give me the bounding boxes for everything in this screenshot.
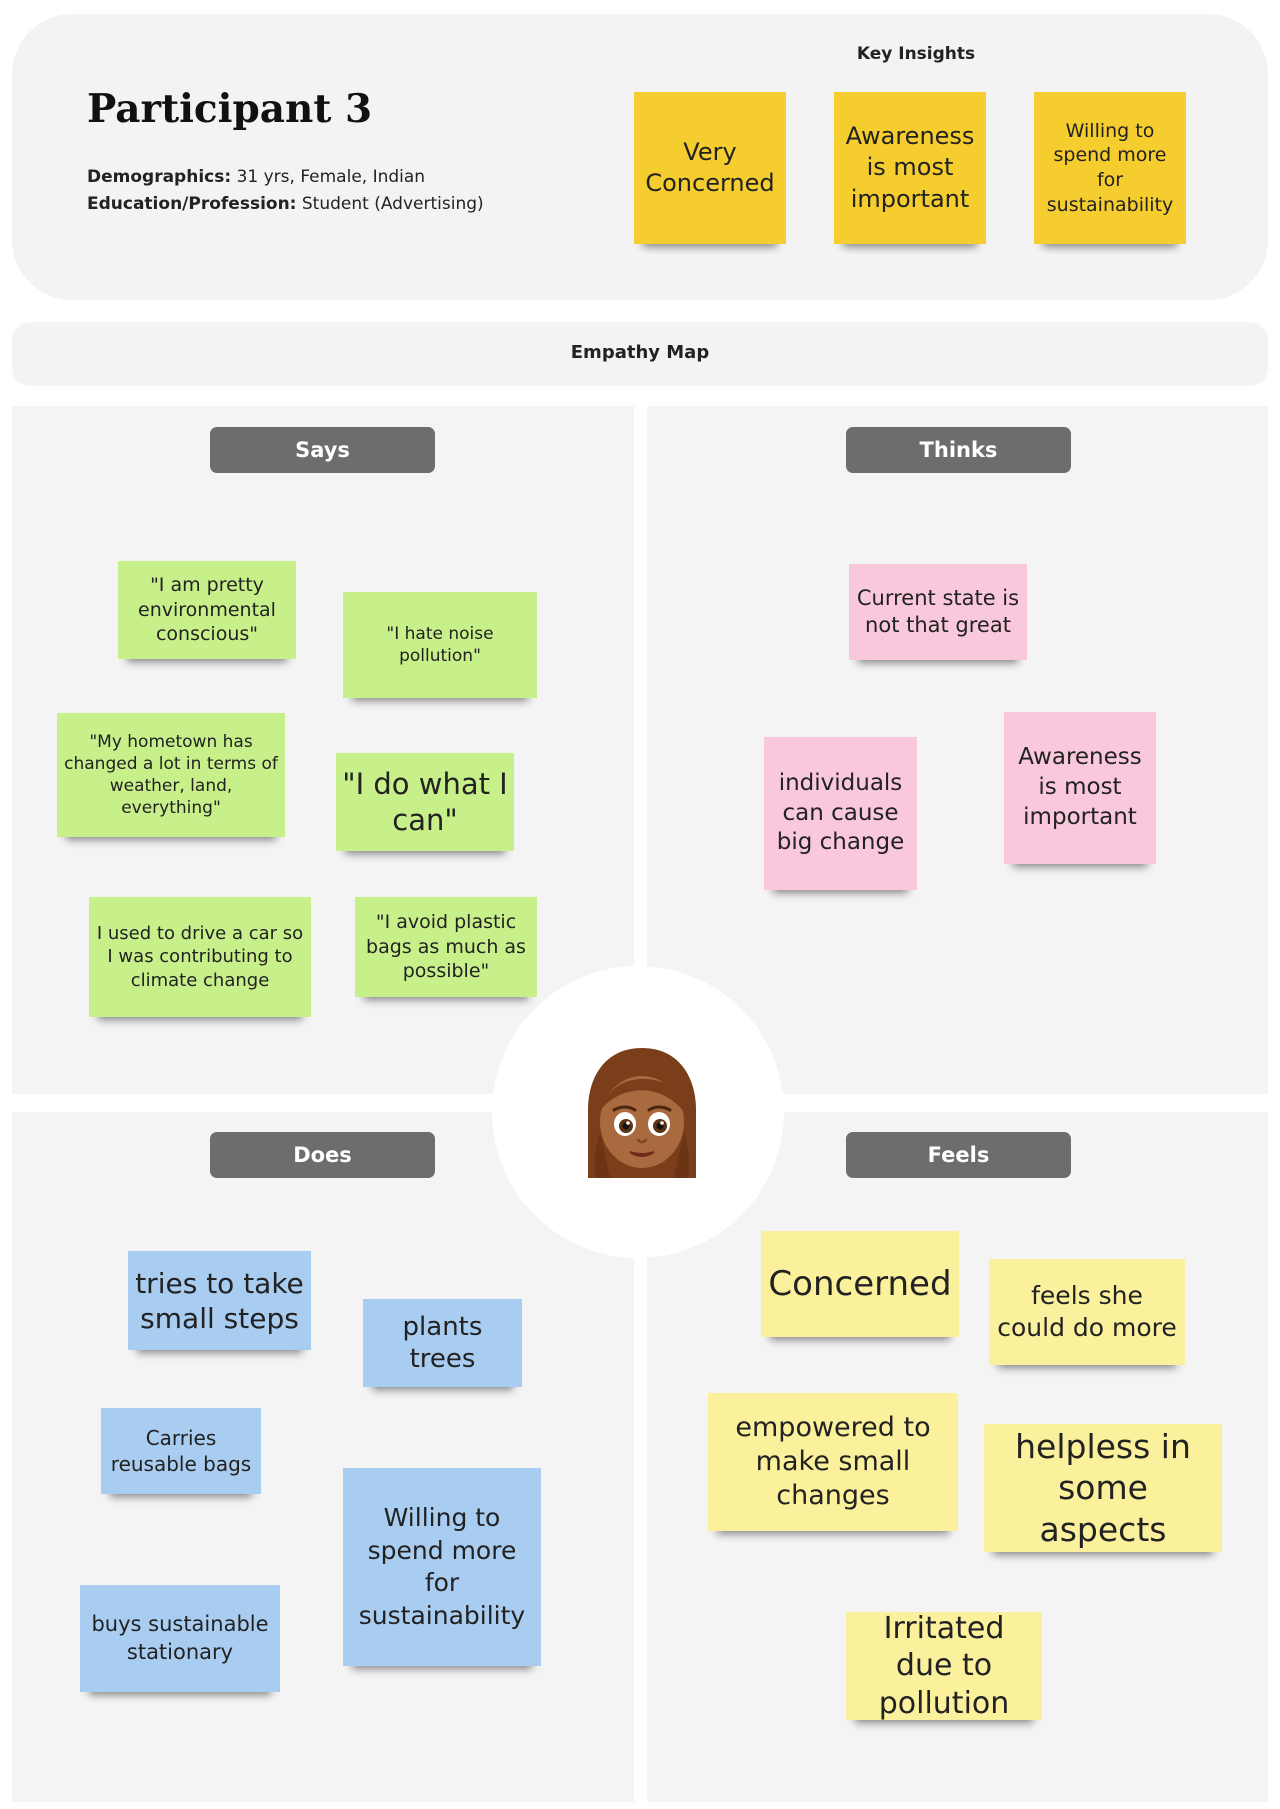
feels-note[interactable]: empowered to make small changes — [708, 1393, 958, 1531]
does-note[interactable]: plants trees — [363, 1299, 522, 1387]
says-note[interactable]: "I avoid plastic bags as much as possibl… — [355, 897, 537, 997]
says-note[interactable]: I used to drive a car so I was contribut… — [89, 897, 311, 1017]
key-insight-note[interactable]: Willing to spend more for sustainability — [1034, 92, 1186, 244]
does-note[interactable]: Willing to spend more for sustainability — [343, 1468, 541, 1666]
education-line: Education/Profession: Student (Advertisi… — [87, 194, 484, 214]
says-note[interactable]: "I hate noise pollution" — [343, 592, 537, 698]
woman-emoji-icon — [568, 1040, 716, 1188]
demographics-label: Demographics: — [87, 167, 232, 187]
does-label: Does — [210, 1132, 435, 1178]
education-value: Student (Advertising) — [301, 194, 484, 214]
says-label: Says — [210, 427, 435, 473]
says-note[interactable]: "I am pretty environmental conscious" — [118, 561, 296, 659]
thinks-note[interactable]: Current state is not that great — [849, 564, 1027, 660]
says-note[interactable]: "My hometown has changed a lot in terms … — [57, 713, 285, 837]
key-insight-note[interactable]: Very Concerned — [634, 92, 786, 244]
thinks-label: Thinks — [846, 427, 1071, 473]
key-insight-note[interactable]: Awareness is most important — [834, 92, 986, 244]
feels-note[interactable]: feels she could do more — [989, 1259, 1185, 1365]
demographics-value: 31 yrs, Female, Indian — [236, 167, 426, 187]
feels-label: Feels — [846, 1132, 1071, 1178]
says-note[interactable]: "I do what I can" — [336, 753, 514, 851]
empathy-map-title: Empathy Map — [570, 342, 710, 363]
feels-note[interactable]: helpless in some aspects — [984, 1424, 1222, 1552]
thinks-quadrant — [647, 406, 1268, 1094]
demographics-line: Demographics: 31 yrs, Female, Indian — [87, 167, 425, 187]
does-note[interactable]: tries to take small steps — [128, 1251, 311, 1350]
education-label: Education/Profession: — [87, 194, 297, 214]
feels-note[interactable]: Concerned — [761, 1231, 959, 1337]
thinks-note[interactable]: Awareness is most important — [1004, 712, 1156, 864]
thinks-note[interactable]: individuals can cause big change — [764, 737, 917, 890]
empathy-map-banner — [12, 322, 1268, 386]
does-note[interactable]: buys sustainable stationary — [80, 1585, 280, 1692]
does-note[interactable]: Carries reusable bags — [101, 1408, 261, 1494]
page-title: Participant 3 — [87, 86, 373, 132]
feels-note[interactable]: Irritated due to pollution — [846, 1611, 1042, 1721]
key-insights-title: Key Insights — [856, 44, 976, 64]
